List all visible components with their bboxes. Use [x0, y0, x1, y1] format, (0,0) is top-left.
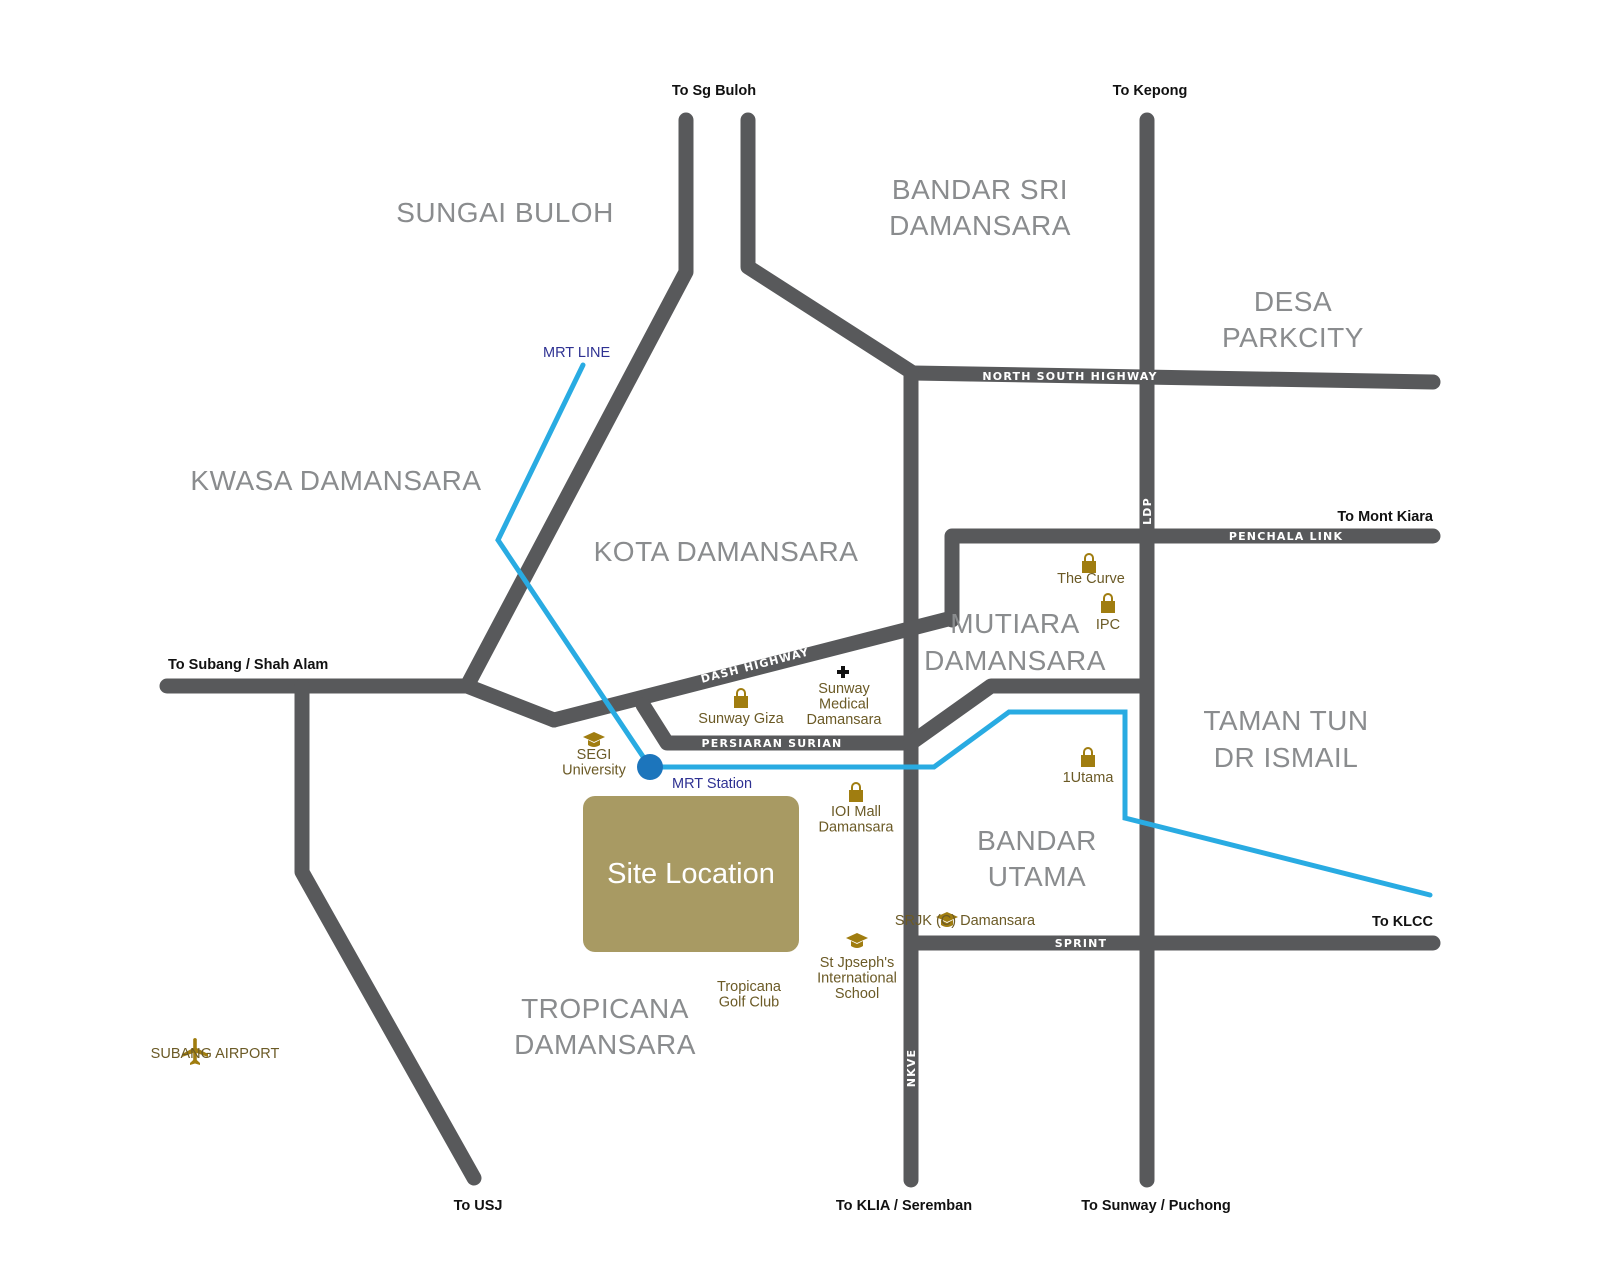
direction-usj: To USJ	[454, 1198, 503, 1214]
poi-srjk-damansara[interactable]: SRJK (C) Damansara	[895, 912, 1036, 929]
mrt-line-label: MRT LINE	[543, 345, 610, 361]
poi-the-curve[interactable]: The Curve	[1057, 553, 1125, 587]
road-north-south-highway	[905, 365, 1441, 390]
road-label-ldp: LDP	[1141, 497, 1154, 525]
direction-klcc: To KLCC	[1372, 914, 1433, 930]
poi-label-1utama: 1Utama	[1063, 770, 1115, 786]
road-name-labels: NORTH SOUTH HIGHWAY PENCHALA LINK PERSIA…	[699, 370, 1343, 1088]
direction-subang-shah-alam: To Subang / Shah Alam	[168, 657, 328, 673]
direction-labels: To Sg Buloh To Kepong To Mont Kiara To S…	[168, 83, 1434, 1214]
direction-sunway-puchong: To Sunway / Puchong	[1081, 1198, 1231, 1214]
direction-mont-kiara: To Mont Kiara	[1337, 509, 1434, 525]
mrt-station-marker	[637, 754, 663, 780]
graduation-cap-icon	[583, 732, 605, 747]
poi-label-the-curve: The Curve	[1057, 571, 1125, 587]
direction-sg-buloh: To Sg Buloh	[672, 83, 756, 99]
road-sg-buloh-left	[459, 112, 694, 694]
road-label-persiaran-surian: PERSIARAN SURIAN	[702, 737, 843, 750]
site-location-block[interactable]	[583, 796, 799, 952]
mrt-line: MRT LINE MRT Station	[495, 345, 1433, 898]
area-kwasa-damansara: KWASA DAMANSARA	[190, 465, 481, 496]
road-penchala-link	[944, 528, 1441, 628]
shopping-bag-icon	[849, 782, 863, 802]
poi-ipc[interactable]: IPC	[1096, 593, 1120, 633]
direction-klia-seremban: To KLIA / Seremban	[836, 1198, 972, 1214]
road-sg-buloh-right	[740, 112, 921, 381]
road-label-north-south-highway: NORTH SOUTH HIGHWAY	[982, 370, 1157, 383]
road-mutiara-link	[903, 678, 1155, 751]
poi-label-sunway-giza: Sunway Giza	[698, 711, 784, 727]
site-location-label: Site Location	[607, 858, 775, 890]
road-label-sprint: SPRINT	[1055, 937, 1107, 950]
road-label-penchala-link: PENCHALA LINK	[1229, 530, 1343, 543]
poi-sunway-giza[interactable]: Sunway Giza	[698, 688, 785, 727]
shopping-bag-icon	[734, 688, 748, 708]
road-usj	[294, 678, 482, 1186]
road-network	[159, 112, 1441, 1188]
medical-cross-icon	[837, 666, 849, 678]
poi-label-ipc: IPC	[1096, 617, 1120, 633]
graduation-cap-icon	[846, 933, 868, 948]
direction-kepong: To Kepong	[1113, 83, 1188, 99]
road-west-main	[159, 678, 562, 728]
shopping-bag-icon	[1081, 747, 1095, 767]
graduation-cap-icon	[936, 912, 958, 927]
poi-subang-airport[interactable]: SUBANG AIRPORT	[151, 1038, 280, 1065]
airplane-icon	[182, 1038, 208, 1065]
poi-label-srjk-damansara: SRJK (C) Damansara	[895, 913, 1036, 929]
poi-label-subang-airport: SUBANG AIRPORT	[151, 1046, 280, 1062]
shopping-bag-icon	[1082, 553, 1096, 573]
road-dash-highway	[546, 610, 960, 728]
poi-1utama[interactable]: 1Utama	[1063, 747, 1115, 786]
mrt-station-label: MRT Station	[672, 776, 752, 792]
area-kota-damansara: KOTA DAMANSARA	[594, 536, 859, 567]
site-location[interactable]: Site Location	[583, 796, 799, 952]
road-label-nkve: NKVE	[905, 1049, 918, 1088]
road-persiaran-surian	[635, 697, 919, 751]
mrt-line-path	[495, 362, 1433, 898]
area-sungai-buloh: SUNGAI BULOH	[396, 197, 614, 228]
shopping-bag-icon	[1101, 593, 1115, 613]
